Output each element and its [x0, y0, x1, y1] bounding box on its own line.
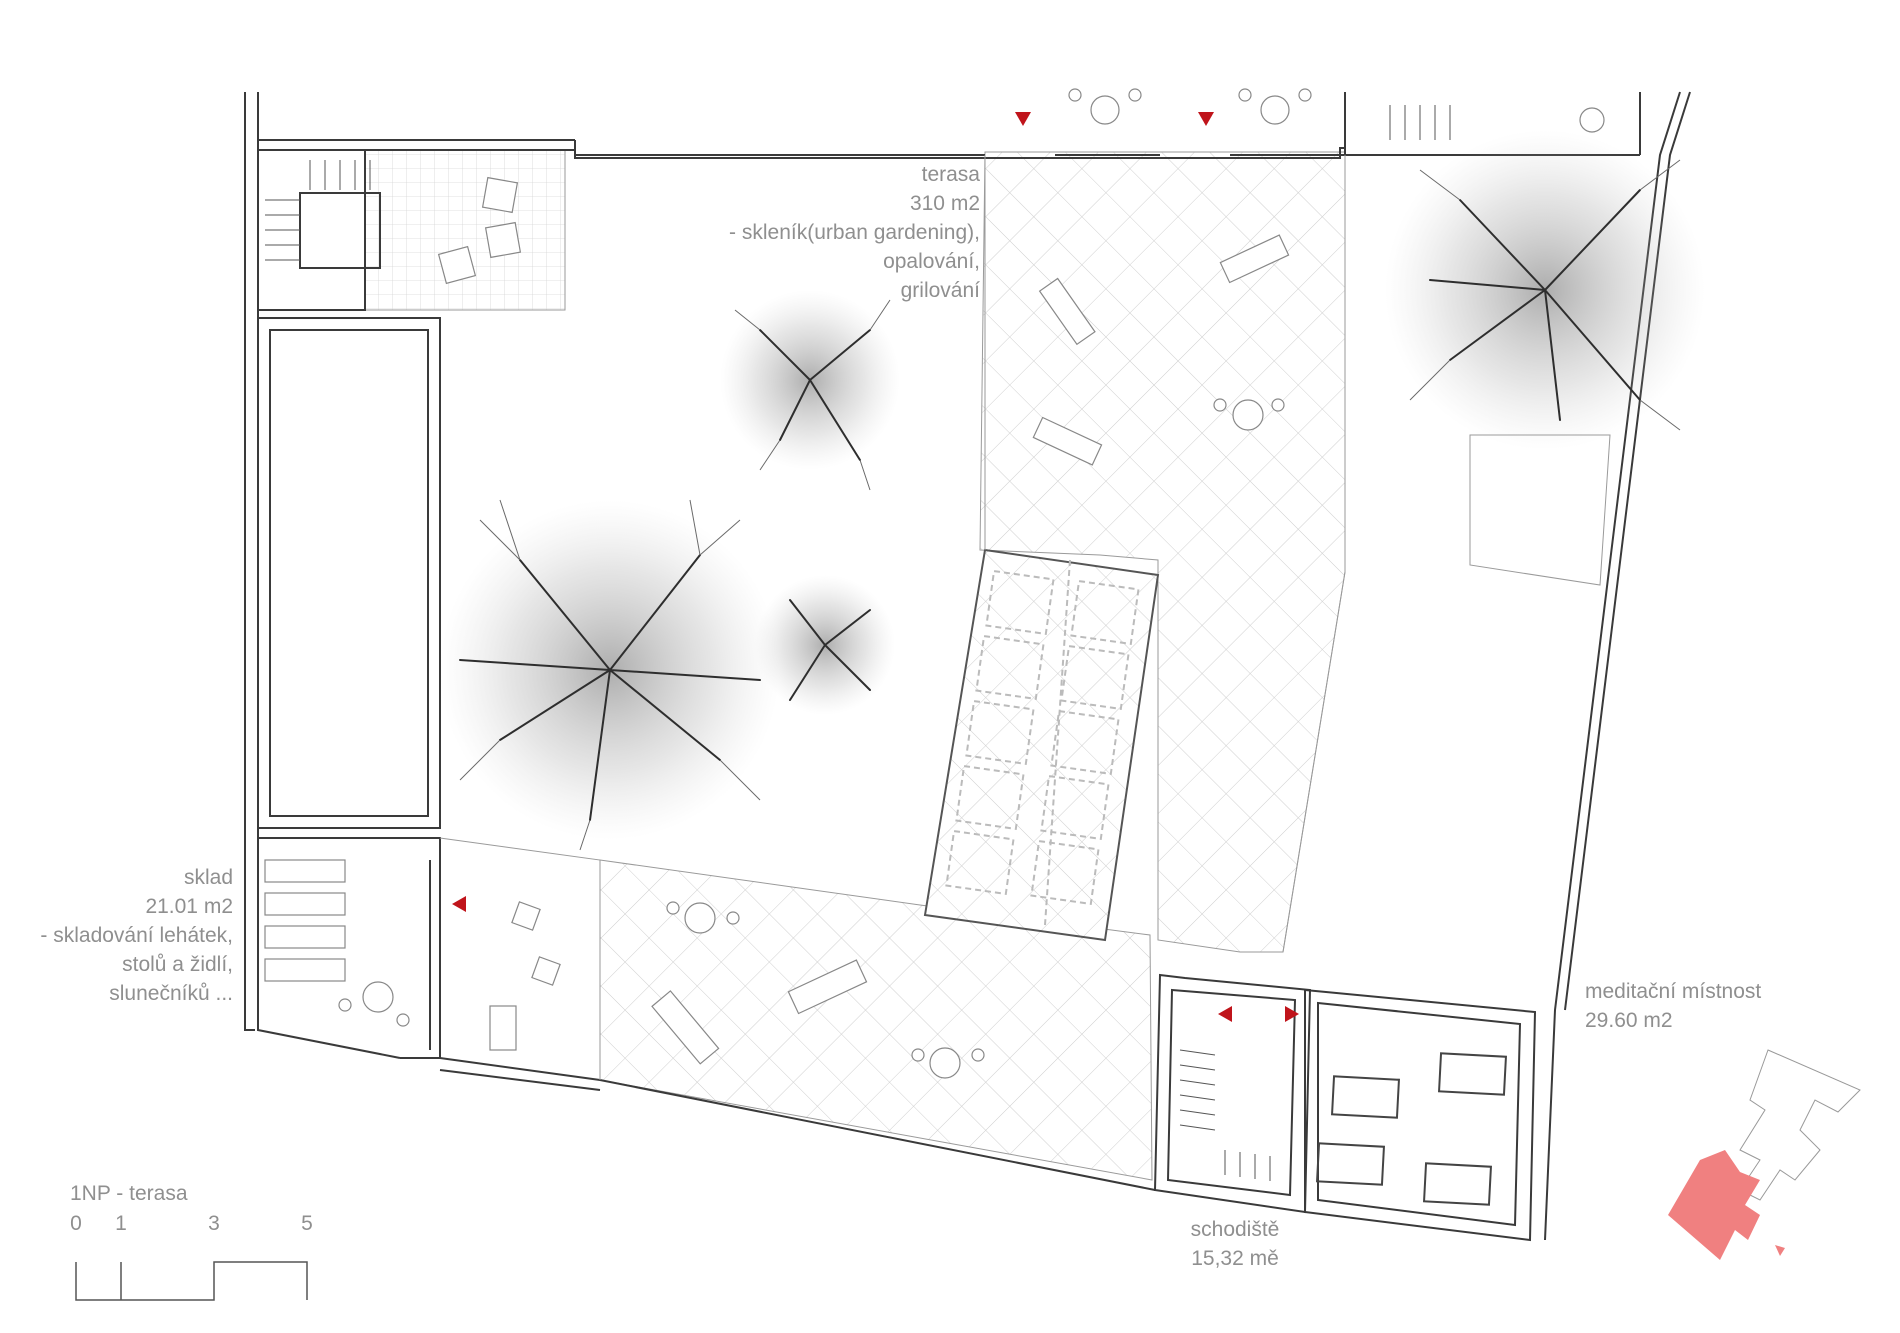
paving — [364, 149, 1346, 1181]
arrow-entry-5 — [1285, 1006, 1299, 1022]
furniture — [264, 88, 1605, 1079]
terasa-name: terasa — [921, 163, 980, 186]
label-terasa: terasa 310 m2 - skleník(urban gardening)… — [729, 160, 980, 305]
meditacni-name: meditační místnost — [1585, 980, 1762, 1003]
scale-bar — [75, 1261, 308, 1301]
schodiste-name: schodiště — [1190, 1218, 1280, 1241]
scale-tick-5: 5 — [301, 1212, 313, 1235]
greenhouse — [923, 548, 1160, 942]
entry-arrows — [452, 112, 1299, 1022]
scale-tick-1: 1 — [115, 1212, 127, 1235]
sklad-desc-1: - skladování lehátek, — [40, 924, 233, 947]
top-left-terrace-tiles — [364, 149, 566, 311]
terasa-area: 310 m2 — [909, 192, 980, 215]
sklad-name: sklad — [183, 866, 233, 889]
scale-tick-3: 3 — [208, 1212, 220, 1235]
meditacni-area: 29.60 m2 — [1585, 1009, 1673, 1032]
walls — [244, 91, 1691, 1242]
terasa-desc-1: - skleník(urban gardening), — [729, 221, 980, 244]
terasa-desc-3: grilování — [900, 279, 980, 302]
arrow-entry-4 — [1218, 1006, 1232, 1022]
sklad-desc-2: stolů a židlí, — [122, 953, 233, 976]
schodiste-area: 15,32 mě — [1191, 1247, 1279, 1270]
label-meditacni: meditační místnost 29.60 m2 — [1585, 977, 1761, 1035]
scale-title: 1NP - terasa — [70, 1182, 188, 1205]
locator-highlight — [1668, 1150, 1760, 1260]
locator-map — [1668, 1049, 1861, 1260]
arrow-entry-2 — [1198, 112, 1214, 126]
terasa-desc-2: opalování, — [883, 250, 980, 273]
meditation-mats — [1315, 1052, 1508, 1206]
arrow-entry-3 — [452, 896, 466, 912]
stairs — [265, 105, 1451, 1181]
sklad-area: 21.01 m2 — [145, 895, 233, 918]
trees — [440, 130, 1705, 851]
scale-tick-0: 0 — [70, 1212, 82, 1235]
sklad-desc-3: slunečníků ... — [109, 982, 233, 1005]
label-schodiste: schodiště 15,32 mě — [1130, 1215, 1340, 1273]
arrow-entry-1 — [1015, 112, 1031, 126]
greenhouse-beds — [945, 559, 1140, 926]
label-sklad: sklad 21.01 m2 - skladování lehátek, sto… — [40, 863, 233, 1008]
